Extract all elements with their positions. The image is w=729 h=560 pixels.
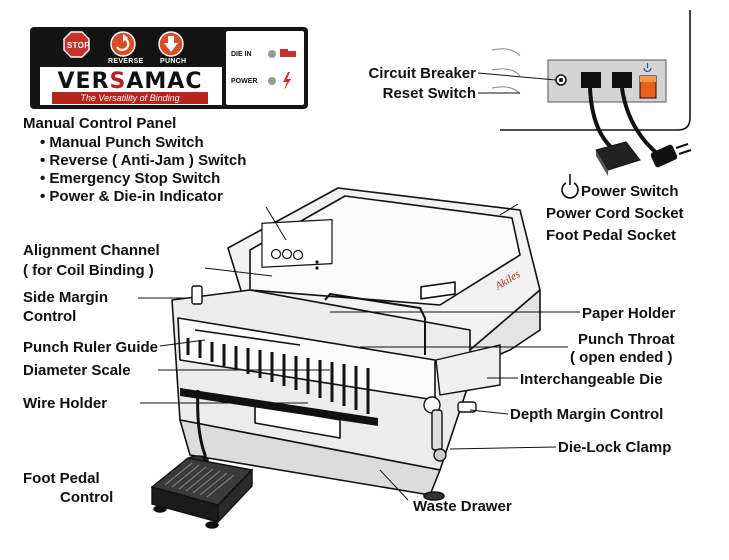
foot-pedal-socket-label: Foot Pedal Socket [546, 227, 677, 244]
punch-button-label: PUNCH [160, 58, 187, 65]
waste-drawer-label: Waste Drawer [413, 498, 512, 515]
die-lock-clamp-label: Die-Lock Clamp [558, 439, 672, 456]
power-switch-icon [639, 63, 657, 99]
machine-button-1-icon [270, 248, 282, 260]
punch-throat-label: Punch Throat [578, 331, 675, 348]
binding-machine-body [171, 187, 541, 501]
foot-pedal-control-label: Control [60, 489, 114, 506]
control-panel-graphics [63, 31, 184, 58]
interchangeable-die-label: Interchangeable Die [520, 371, 663, 388]
brand-tagline: The Versatility of Binding [52, 92, 208, 104]
die-in-label: DIE IN [231, 51, 252, 58]
power-plug-icon [650, 143, 692, 168]
circuit-breaker-label: Circuit Breaker [368, 65, 476, 82]
depth-margin-control-label: Depth Margin Control [510, 406, 664, 423]
bullet-reverse-switch: • Reverse ( Anti-Jam ) Switch [40, 152, 247, 169]
interchangeable-die-icon [423, 344, 501, 462]
bullet-manual-punch: • Manual Punch Switch [40, 134, 204, 151]
side-margin-control-label: Control [23, 308, 77, 325]
paper-holder-label: Paper Holder [582, 305, 676, 322]
foot-pedal-label: Foot Pedal [23, 470, 100, 487]
stop-button-label: STOP [67, 41, 90, 50]
reverse-button-icon [110, 31, 136, 57]
foot-pedal-icon [150, 457, 254, 529]
power-symbol-icon [561, 182, 579, 199]
reset-switch-label: Reset Switch [382, 85, 476, 102]
open-ended-label: ( open ended ) [570, 349, 673, 366]
side-margin-knob-icon [191, 285, 203, 305]
brand-logo: VERSAMAC [57, 69, 203, 94]
indicator-area: DIE IN POWER [226, 31, 304, 105]
power-cord-socket-label: Power Cord Socket [546, 205, 684, 222]
punch-ruler-guide-label: Punch Ruler Guide [23, 339, 159, 356]
indicator-graphics [268, 49, 296, 90]
wire-holder-label: Wire Holder [23, 395, 108, 412]
bullet-emergency-stop: • Emergency Stop Switch [40, 170, 221, 187]
alignment-channel-label: Alignment Channel [23, 242, 160, 259]
power-label: POWER [231, 78, 258, 85]
diameter-scale-label: Diameter Scale [23, 362, 131, 379]
power-indicator-icon [268, 77, 276, 85]
power-cord-socket-icon [581, 72, 601, 88]
lightning-icon [283, 72, 291, 90]
control-panel-inset: STOP REVERSE PUNCH DIE IN POWER VERSAMAC… [30, 27, 308, 109]
stop-button-icon [63, 31, 90, 58]
manual-control-panel-label: Manual Control Panel [23, 115, 177, 132]
circuit-breaker-icon [555, 74, 567, 86]
bullet-power-indicator: • Power & Die-in Indicator [40, 188, 223, 205]
coil-binding-label: ( for Coil Binding ) [23, 262, 154, 279]
machine-button-2-icon [281, 248, 293, 260]
foot-pedal-socket-icon [612, 72, 632, 88]
mini-foot-pedal-icon [595, 141, 641, 176]
machine-button-3-icon [292, 249, 304, 261]
power-switch-label: Power Switch [581, 183, 679, 200]
reverse-button-label: REVERSE [108, 58, 144, 65]
side-margin-label: Side Margin [23, 289, 109, 306]
die-in-indicator-icon [268, 50, 276, 58]
die-icon [280, 49, 296, 57]
